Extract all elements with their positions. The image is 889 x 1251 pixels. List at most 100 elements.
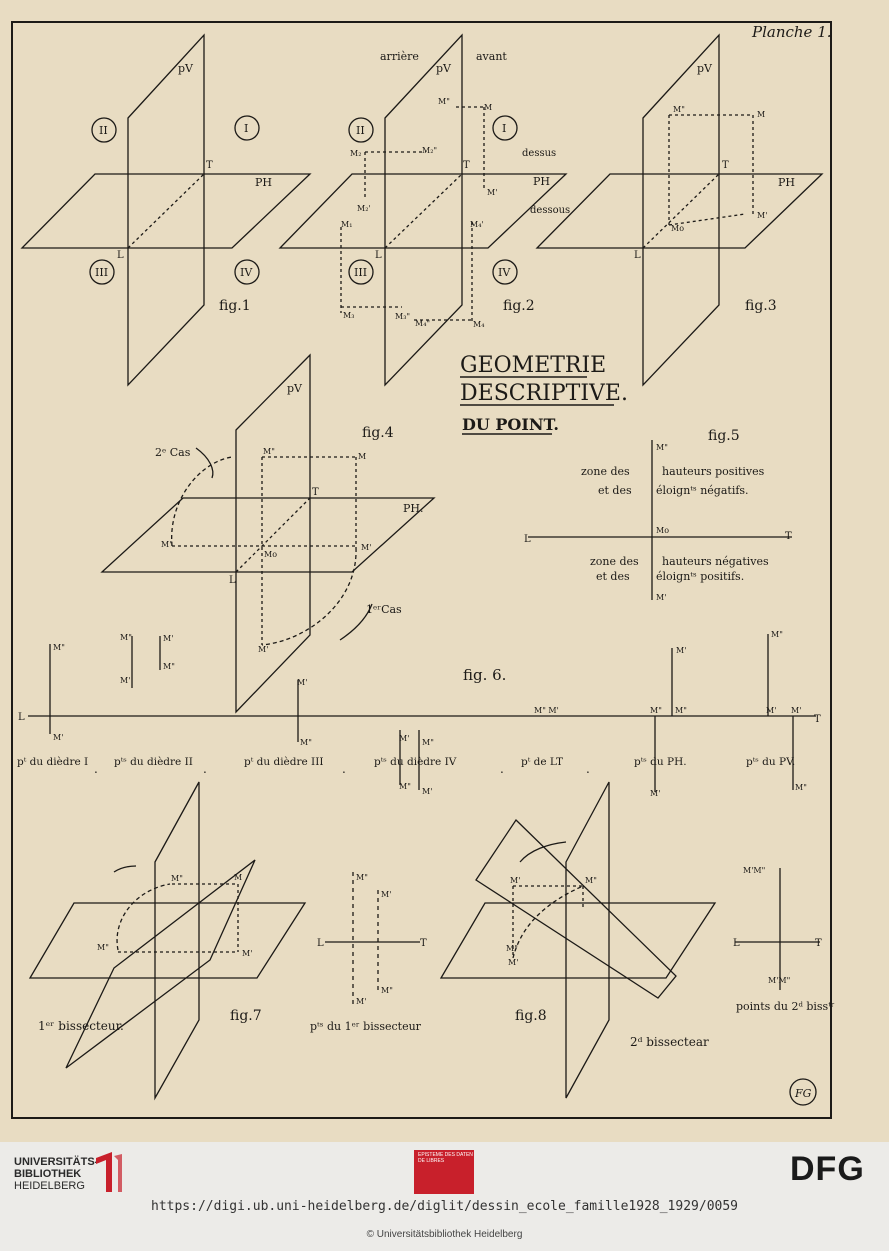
plate-frame — [11, 21, 832, 1119]
fig5-m0: Mo — [656, 526, 669, 535]
fig2-q1: I — [502, 122, 506, 135]
fig6-dihedral-iii: pᵗ du dièdre III — [244, 756, 324, 768]
fig1-ph: PH — [255, 176, 272, 189]
fig7-mpp-a: M" — [356, 873, 368, 882]
fig3-label: fig.3 — [745, 298, 777, 314]
fig8-t: T — [815, 938, 822, 949]
fig1-q2: II — [99, 124, 108, 137]
fig6-l: L — [18, 712, 25, 723]
fig8-bis2: 2ᵈ bissectear — [630, 1035, 709, 1049]
fig2-q2: II — [356, 124, 365, 137]
fig7-bis1: 1ᵉʳ bissecteur. — [38, 1019, 124, 1033]
fig6-mp-6: M' — [422, 787, 432, 796]
copyright: © Universitätsbibliothek Heidelberg — [366, 1229, 523, 1240]
fig3-ph: PH — [778, 176, 795, 189]
fig2-l: L — [375, 250, 382, 261]
fig5-mpp: M" — [656, 443, 668, 452]
fig7-mpp-b: M" — [381, 986, 393, 995]
fig3-m: M — [757, 110, 765, 119]
fig6-dihedral-iv: pᵗˢ du dièdre IV — [374, 756, 457, 768]
fig2-m4p: M₄' — [470, 220, 484, 229]
dfg-logo[interactable]: DFG — [790, 1150, 865, 1188]
fig2-avant: avant — [476, 50, 507, 63]
fig5-t: T — [785, 531, 792, 542]
fig8-diagram — [439, 781, 820, 1099]
descriptive-geometry-plate: Planche 1. GEOMETRIE DESCRIPTIVE. DU POI… — [11, 21, 835, 1119]
fig2-m1: M₁ — [341, 220, 352, 229]
fig6-sep3: . — [342, 762, 346, 776]
fig4-pv: pV — [287, 382, 303, 395]
library-line1: UNIVERSITÄTS- — [14, 1156, 99, 1168]
fig5-diagram — [528, 440, 792, 600]
fig2-m2p: M₂' — [357, 204, 371, 213]
fig7-pts-bis1: pᵗˢ du 1ᵉʳ bissecteur — [310, 1020, 422, 1033]
fig8-mppmp: M'M" — [768, 976, 790, 985]
fig2-mpp: M" — [438, 97, 450, 106]
fig6-mp-7b: M' — [650, 789, 660, 798]
fig6-ph: pᵗˢ du PH. — [634, 756, 687, 768]
fig1-label: fig.1 — [219, 298, 251, 314]
fig1-diagram — [20, 33, 312, 387]
library-line3: HEIDELBERG — [14, 1180, 85, 1192]
fig6-mp-2: M' — [120, 676, 130, 685]
fig5-upper-left1: zone des — [581, 465, 630, 478]
fig6-label: fig. 6. — [463, 666, 506, 684]
center-logo-text: EPISTEME DES DATEN DE LIBRES — [418, 1152, 473, 1164]
fig5-lower-right1: hauteurs négatives — [662, 555, 769, 568]
fig7-mpp2: M" — [97, 943, 109, 952]
fig6-mpp-7b: M" — [675, 706, 687, 715]
fig2-m4: M₄ — [473, 320, 484, 329]
center-logo[interactable]: EPISTEME DES DATEN DE LIBRES — [414, 1150, 474, 1194]
fig6-mpp-3: M" — [163, 662, 175, 671]
fig1-t: T — [206, 160, 213, 171]
fig2-t: T — [463, 160, 470, 171]
fig6-mp-7: M' — [676, 646, 686, 655]
fig7-mpp: M" — [171, 874, 183, 883]
fig8-mpp: M" — [585, 876, 597, 885]
fig3-l: L — [634, 250, 641, 261]
subtitle: DU POINT. — [462, 415, 559, 434]
fig1-q4: IV — [240, 266, 253, 279]
fig2-q4: IV — [498, 266, 511, 279]
source-url[interactable]: https://digi.ub.uni-heidelberg.de/diglit… — [151, 1199, 738, 1214]
fig5-upper-left2: et des — [598, 484, 632, 497]
fig4-cas1: 1ᵉʳCas — [366, 603, 402, 616]
fig5-upper-right1: hauteurs positives — [662, 465, 765, 478]
fig6-mp-3: M' — [163, 634, 173, 643]
title-line2: DESCRIPTIVE. — [460, 381, 628, 406]
fig6-mpp-7: M" — [650, 706, 662, 715]
fig4-t: T — [312, 487, 319, 498]
fig5-label: fig.5 — [708, 428, 740, 444]
fig8-mmpp: M'M" — [743, 866, 765, 875]
fig1-q3: III — [95, 266, 108, 279]
fig7-mp-a: M' — [381, 890, 391, 899]
fig4-ph: PH. — [403, 502, 424, 515]
fig2-pv: pV — [436, 62, 452, 75]
fig2-dessus: dessus — [522, 148, 556, 159]
fig6-mpp-8: M" — [771, 630, 783, 639]
fig5-lower-right2: éloignᵗˢ positifs. — [656, 570, 744, 583]
fig7-t: T — [420, 938, 427, 949]
fig4-cas2: 2ᵉ Cas — [155, 446, 191, 459]
fig6-sep2: . — [203, 762, 207, 776]
fig3-pv: pV — [697, 62, 713, 75]
fig2-m3: M₃ — [343, 311, 354, 320]
fig6-mpp-8b: M" — [795, 783, 807, 792]
fig5-l: L — [524, 534, 531, 545]
fig3-diagram — [535, 33, 824, 387]
monogram-circle — [789, 1078, 817, 1106]
fig5-upper-right2: éloignᵗˢ négatifs. — [656, 484, 749, 497]
fig2-arriere: arrière — [380, 50, 419, 63]
fig2-diagram — [278, 33, 568, 387]
fig7-diagram — [28, 781, 420, 1101]
fig6-mpp-1: M" — [53, 643, 65, 652]
fig2-mp: M' — [487, 188, 497, 197]
fig6-dihedral-ii: pᵗˢ du dièdre II — [114, 756, 193, 768]
fig8-mpp2: M" — [506, 944, 518, 953]
fig6-mp-8: M' — [766, 706, 776, 715]
library-logo-text: UNIVERSITÄTS- BIBLIOTHEK HEIDELBERG — [14, 1156, 98, 1192]
fig2-m4pp: M₄" — [415, 319, 430, 328]
fig6-diagram — [28, 634, 816, 792]
fig6-sep1: . — [94, 762, 98, 776]
fig4-l: L — [229, 575, 236, 586]
